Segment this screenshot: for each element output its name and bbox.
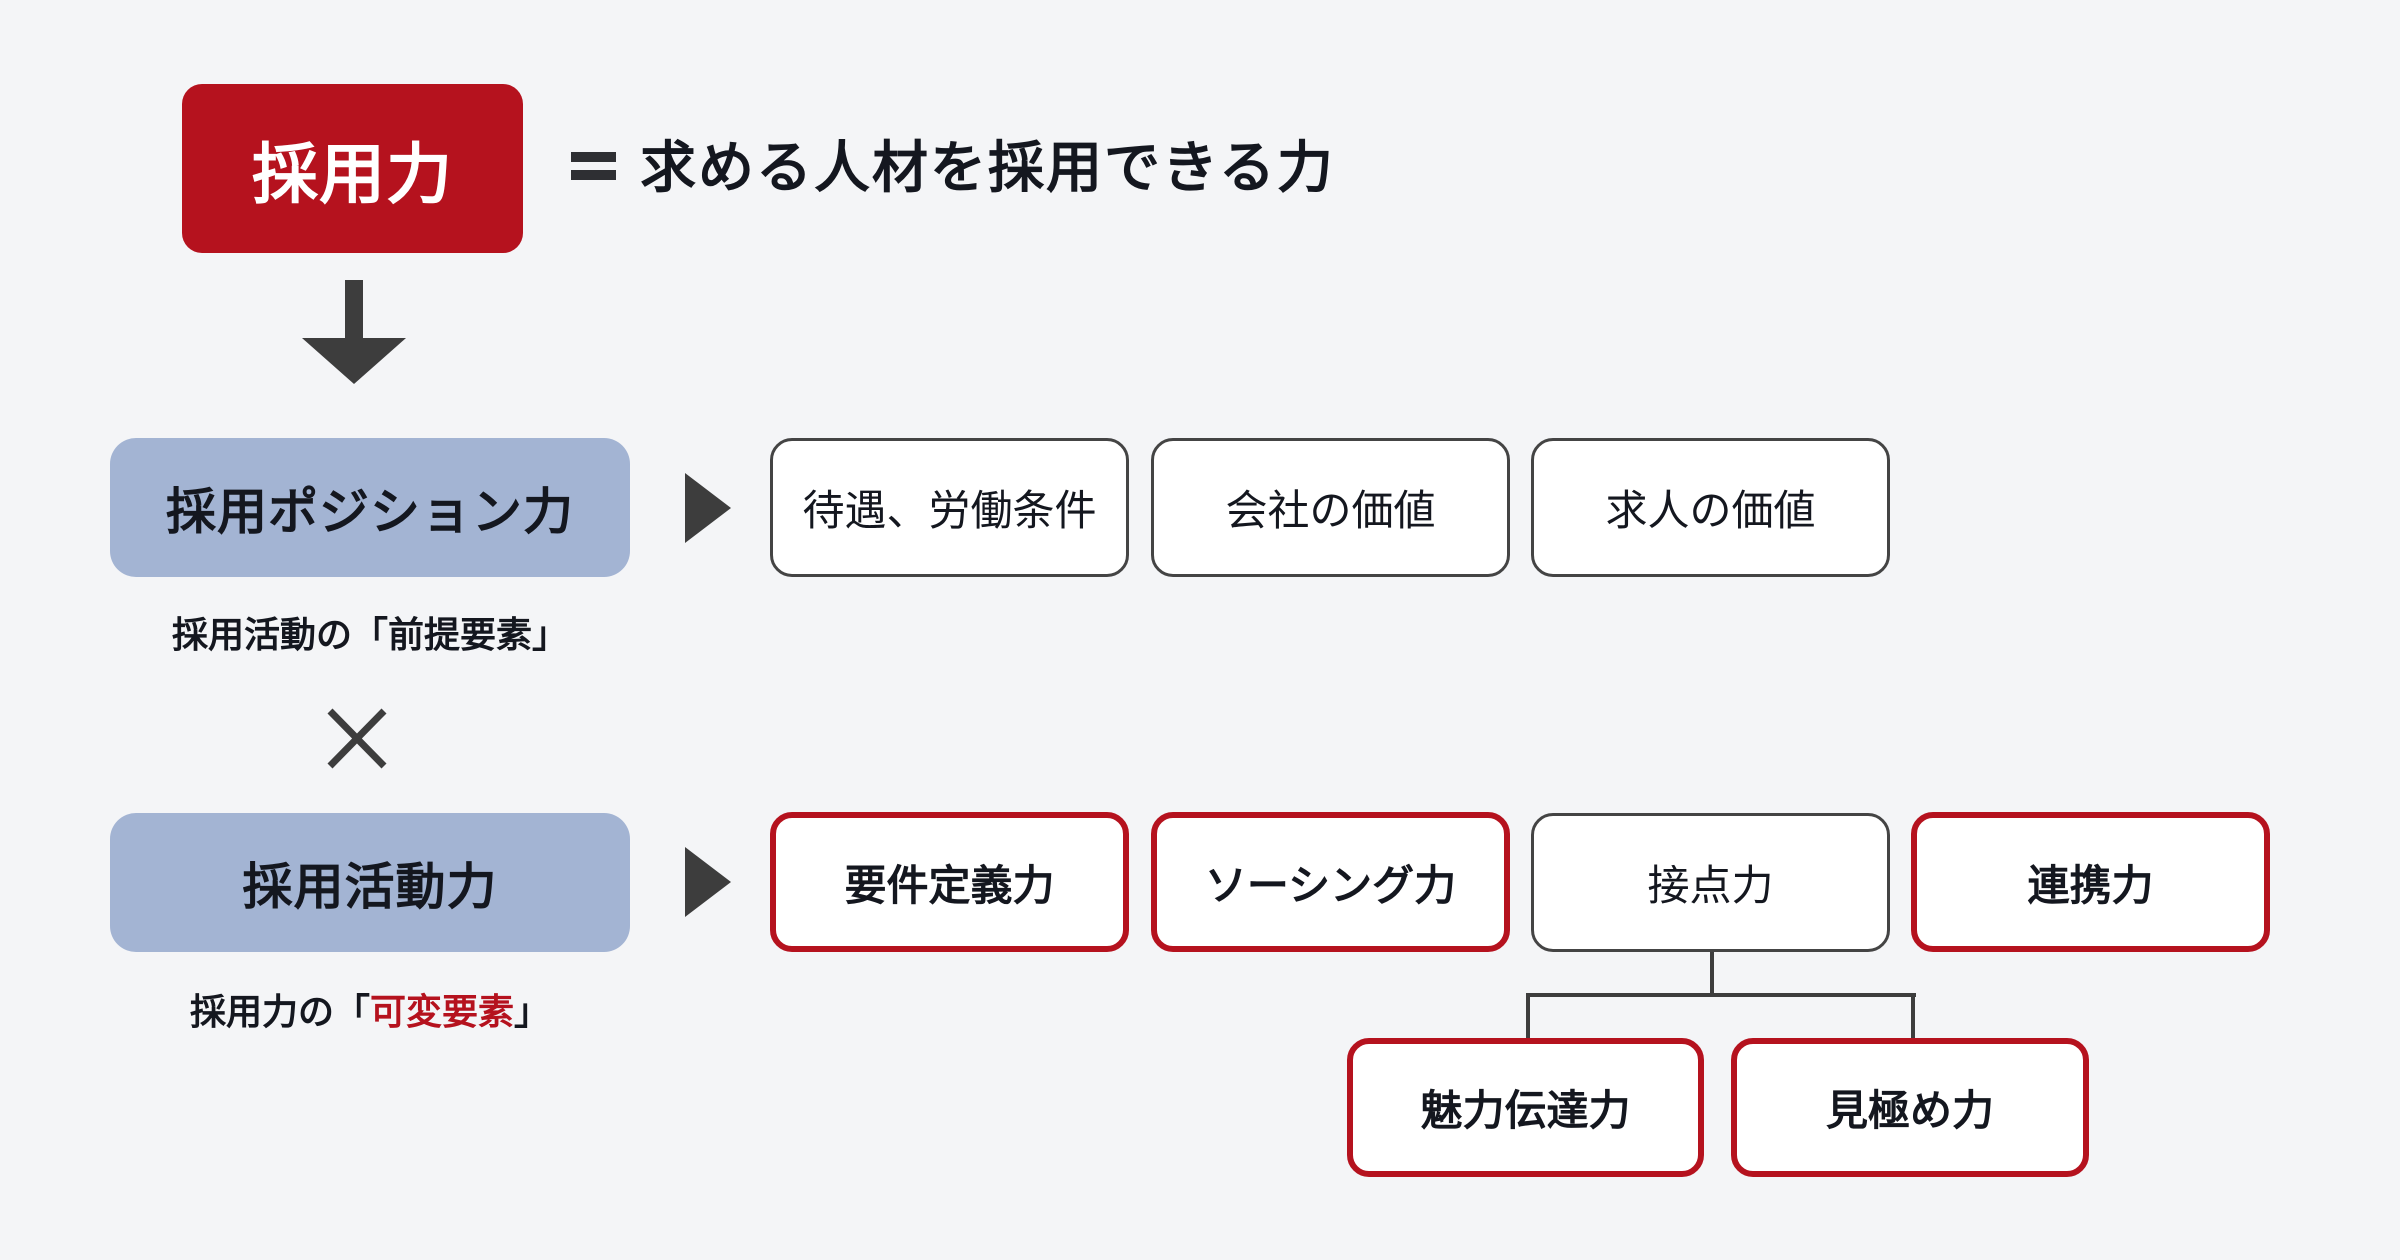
item-label: 要件定義力 [844,860,1055,910]
equals-icon [571,152,616,180]
right-triangle-icon [685,847,731,917]
item-label: 待遇、労働条件 [802,486,1097,535]
down-arrow-icon [302,280,406,384]
caption-highlight: 可変要素 [369,992,514,1033]
caption-prefix: 採用活動の「 [171,615,388,656]
activity-power-caption: 採用力の「可変要素」 [110,993,630,1033]
recruiting-power-label: 採用力 [252,135,453,213]
item-sourcing: ソーシング力 [1151,812,1510,952]
position-power-title: 採用ポジション力 [166,482,574,541]
connector-stem [1710,952,1714,997]
item-coordination: 連携力 [1911,812,2270,952]
item-compensation: 待遇、労働条件 [770,438,1129,577]
item-label: ソーシング力 [1204,860,1457,910]
item-label: 連携力 [2027,860,2154,910]
connector-right-drop [1911,993,1915,1040]
caption-suffix: 」 [532,615,569,656]
connector-branch [1526,993,1916,997]
item-touchpoint: 接点力 [1531,813,1890,952]
definition-text: 求める人材を採用できる力 [640,136,1335,201]
item-assessment: 見極め力 [1731,1038,2089,1177]
activity-power-title: 採用活動力 [242,857,498,916]
item-requirements-definition: 要件定義力 [770,812,1129,952]
right-triangle-icon [685,473,731,543]
connector-left-drop [1526,993,1530,1040]
item-label: 接点力 [1647,861,1774,910]
caption-highlight: 前提要素 [387,615,532,656]
item-label: 見極め力 [1825,1086,1994,1135]
item-label: 魅力伝達力 [1420,1086,1631,1135]
caption-prefix: 採用力の「 [189,992,370,1033]
item-company-value: 会社の価値 [1151,438,1510,577]
times-icon [327,708,387,769]
item-job-value: 求人の価値 [1531,438,1890,577]
recruiting-power-box: 採用力 [182,84,523,253]
item-label: 会社の価値 [1225,486,1436,535]
item-label: 求人の価値 [1605,486,1816,535]
caption-suffix: 」 [514,992,551,1033]
position-power-box: 採用ポジション力 [110,438,630,577]
item-appeal-communication: 魅力伝達力 [1347,1038,1704,1177]
position-power-caption: 採用活動の「前提要素」 [110,616,630,656]
activity-power-box: 採用活動力 [110,813,630,952]
